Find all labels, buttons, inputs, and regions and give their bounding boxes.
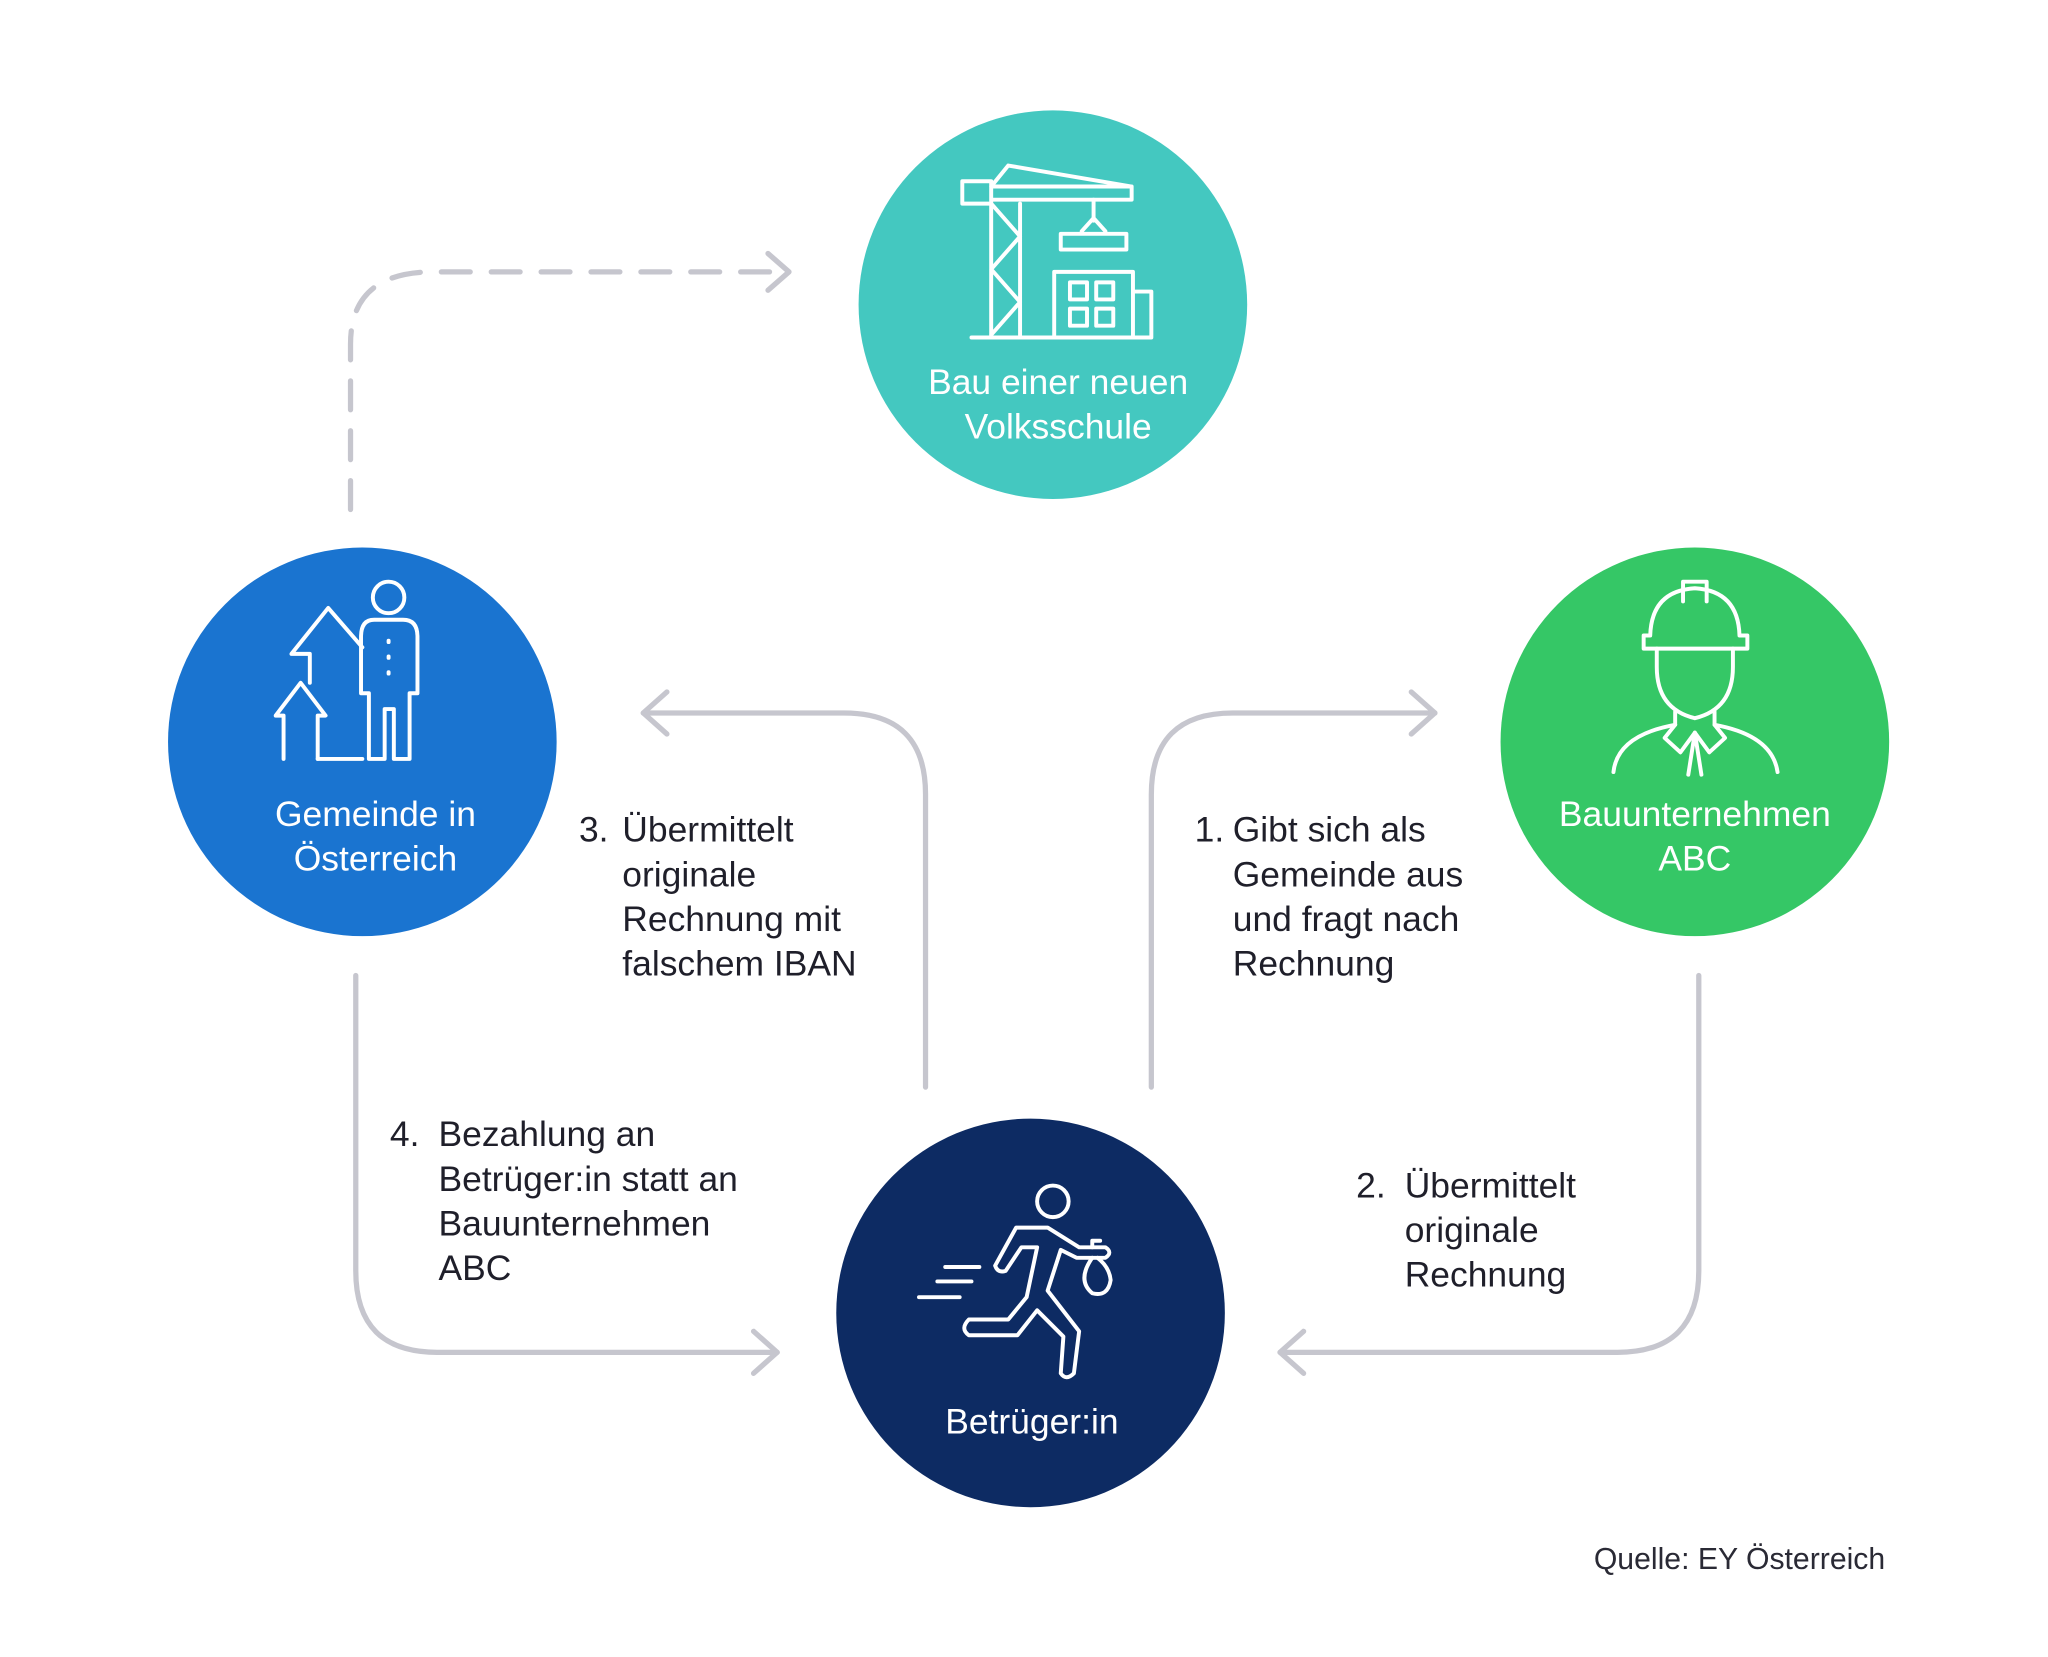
step2-line: Übermittelt bbox=[1405, 1165, 1576, 1205]
step4-line: Betrüger:in statt an bbox=[438, 1159, 737, 1199]
node-school: Bau einer neuen Volksschule bbox=[858, 110, 1248, 499]
step4-number: 4. bbox=[390, 1114, 420, 1154]
step3-label: 3. Übermittelt originale Rechnung mit fa… bbox=[579, 810, 857, 984]
step3-line: originale bbox=[622, 854, 756, 894]
step4-line: Bauunternehmen bbox=[438, 1203, 710, 1243]
node-contractor-label-1: Bauunternehmen bbox=[1559, 794, 1831, 834]
node-contractor: Bauunternehmen ABC bbox=[1500, 547, 1890, 937]
node-school-label-2: Volksschule bbox=[965, 407, 1152, 447]
node-municipality: Gemeinde in Österreich bbox=[168, 547, 557, 937]
step2-line: originale bbox=[1405, 1210, 1539, 1250]
node-fraudster-label: Betrüger:in bbox=[945, 1402, 1118, 1442]
construction-worker-icon bbox=[1611, 579, 1780, 777]
person-growth-icon bbox=[273, 579, 420, 761]
step1-number: 1. bbox=[1195, 810, 1225, 850]
crane-building-icon bbox=[960, 163, 1154, 340]
step4-line: ABC bbox=[438, 1248, 511, 1288]
step1-line: Gemeinde aus bbox=[1233, 854, 1463, 894]
step2-number: 2. bbox=[1356, 1165, 1386, 1205]
node-fraudster: Betrüger:in bbox=[836, 1118, 1225, 1508]
arrow-step2 bbox=[1277, 972, 1702, 1376]
step2-line: Rechnung bbox=[1405, 1255, 1567, 1295]
arrow-municipality-to-school bbox=[347, 250, 792, 513]
step4-label: 4. Bezahlung an Betrüger:in statt an Bau… bbox=[390, 1114, 738, 1288]
source-note: Quelle: EY Österreich bbox=[1594, 1543, 1885, 1576]
step1-line: Gibt sich als bbox=[1233, 810, 1426, 850]
node-school-label-1: Bau einer neuen bbox=[928, 362, 1188, 402]
node-contractor-label-2: ABC bbox=[1658, 839, 1731, 879]
step4-line: Bezahlung an bbox=[438, 1114, 655, 1154]
arrow-step3 bbox=[640, 689, 929, 1090]
node-municipality-label-2: Österreich bbox=[294, 839, 457, 879]
arrow-step4 bbox=[353, 972, 780, 1376]
step3-line: Rechnung mit bbox=[622, 899, 841, 939]
step1-line: und fragt nach bbox=[1233, 899, 1460, 939]
running-thief-icon bbox=[917, 1183, 1113, 1380]
step3-number: 3. bbox=[579, 810, 609, 850]
step2-label: 2. Übermittelt originale Rechnung bbox=[1356, 1165, 1576, 1294]
step1-label: 1. Gibt sich als Gemeinde aus und fragt … bbox=[1195, 810, 1464, 984]
step1-line: Rechnung bbox=[1233, 944, 1395, 984]
arrow-step1 bbox=[1148, 689, 1438, 1090]
node-municipality-label-1: Gemeinde in bbox=[275, 794, 476, 834]
step3-line: Übermittelt bbox=[622, 810, 793, 850]
step3-line: falschem IBAN bbox=[622, 944, 856, 984]
